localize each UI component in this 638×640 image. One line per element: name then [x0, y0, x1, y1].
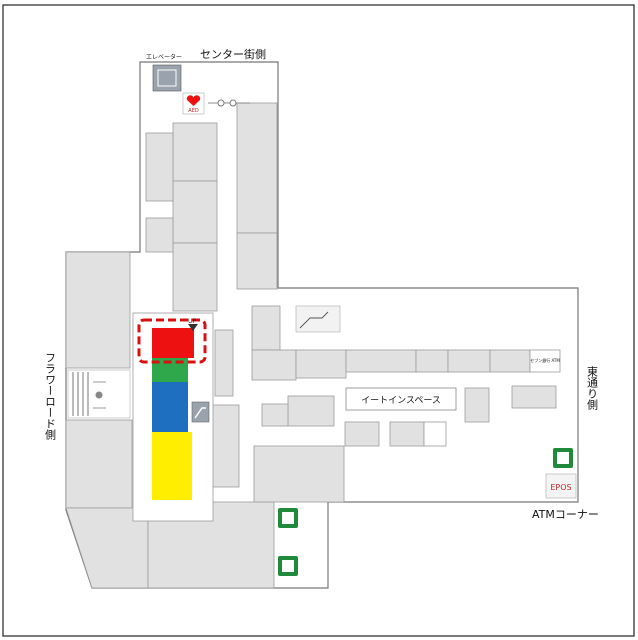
seven-bank-atm-label: セブン銀行 ATM — [530, 357, 560, 363]
shop-block — [415, 349, 449, 373]
shop-block — [511, 385, 557, 409]
shop-block — [287, 395, 335, 427]
elevator-icon — [152, 64, 182, 92]
epos-box — [545, 473, 577, 499]
stairs-icon — [67, 369, 131, 419]
shop-block — [389, 421, 425, 447]
shop-block — [251, 349, 297, 381]
shop-block-white — [529, 349, 561, 373]
elevator-label: エレベーター — [146, 53, 182, 61]
shop-block — [236, 232, 278, 290]
shop-block — [210, 404, 240, 488]
current-location-marker[interactable] — [137, 318, 207, 364]
emergency-exit-icon — [278, 508, 298, 528]
shop-block — [214, 329, 234, 397]
shop-block — [253, 445, 345, 503]
shop-block — [172, 242, 218, 312]
emergency-exit-icon — [278, 556, 298, 576]
shop-block — [345, 349, 417, 373]
shop-block — [447, 349, 491, 373]
restroom-icon — [295, 305, 341, 333]
shop-block — [172, 122, 218, 182]
shop-block — [251, 305, 281, 351]
shop-block — [236, 102, 278, 234]
up-label: UP — [188, 318, 196, 325]
connector-icon — [208, 99, 250, 107]
shop-block — [172, 180, 218, 244]
eat-in-space-label: イートインスペース — [361, 396, 441, 406]
blue-area — [152, 382, 188, 432]
shop-block — [261, 403, 289, 427]
aed-label: AED — [188, 108, 199, 114]
shop-block — [344, 421, 380, 447]
shop-block — [464, 387, 490, 423]
flower-road-label: フラワーロード側 — [44, 352, 57, 440]
east-street-label: 東通り側 — [586, 366, 599, 410]
shop-block — [65, 419, 133, 509]
shop-block — [65, 251, 131, 369]
highlight-red-area — [152, 328, 194, 358]
aed-icon — [182, 92, 205, 115]
eat-in-space-box — [345, 387, 457, 411]
shop-block — [295, 349, 347, 379]
small-room — [423, 421, 447, 447]
center-street-label: センター街側 — [200, 47, 266, 61]
shop-block — [489, 349, 531, 373]
shop-block — [145, 217, 174, 253]
escalator-icon — [191, 401, 210, 423]
shop-block — [145, 132, 174, 202]
atm-corner-label: ATMコーナー — [532, 508, 599, 521]
epos-label: EPOS — [550, 483, 571, 492]
shops — [65, 102, 557, 589]
yellow-area — [152, 432, 192, 500]
emergency-exit-icon — [553, 448, 573, 468]
up-triangle-icon — [188, 324, 198, 331]
